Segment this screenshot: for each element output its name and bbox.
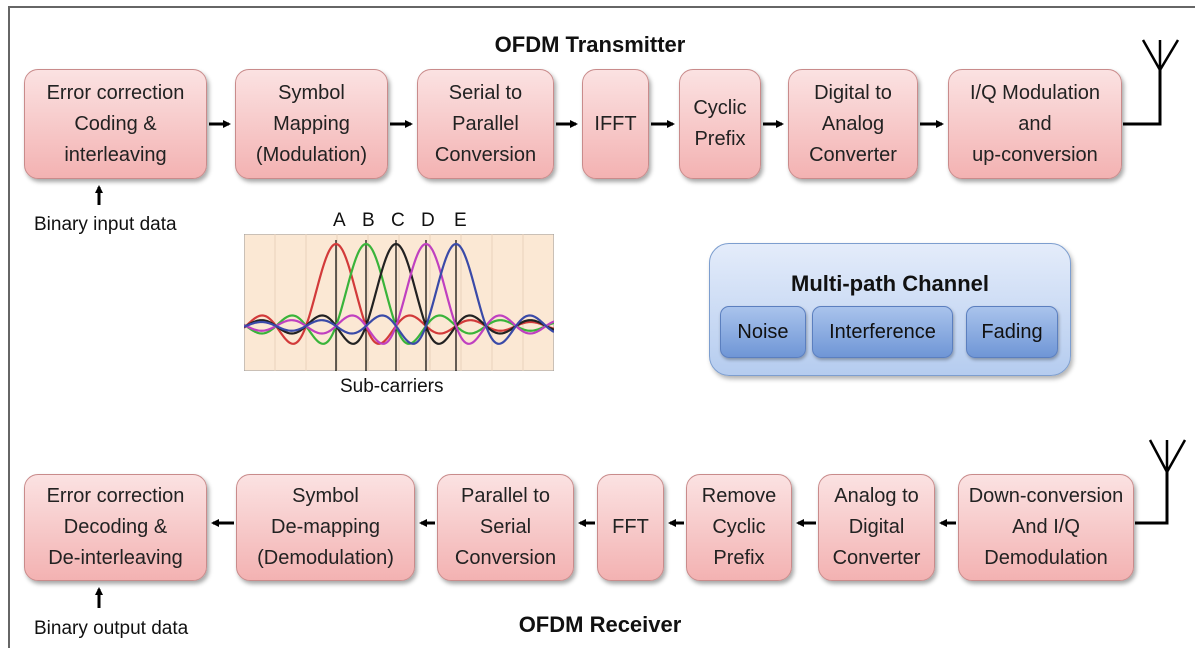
- subcarrier-letter-e: E: [454, 210, 467, 231]
- noise-box: Noise: [720, 306, 806, 358]
- tx-ifft-block: IFFT: [582, 69, 649, 179]
- transmitter-title: OFDM Transmitter: [494, 32, 686, 57]
- subcarrier-curve-e: [244, 242, 554, 345]
- subcarrier-plot: [244, 234, 554, 371]
- tx-symbol-mapping-block: Symbol Mapping (Modulation): [235, 69, 388, 179]
- subcarrier-curve-d: [244, 242, 554, 345]
- receiver-title: OFDM Receiver: [518, 612, 682, 637]
- tx-dac-block: Digital to Analog Converter: [788, 69, 918, 179]
- subcarrier-letter-d: D: [421, 210, 435, 231]
- rx-remove-cyclic-prefix-block: Remove Cyclic Prefix: [686, 474, 792, 581]
- subcarrier-letter-c: C: [391, 210, 405, 231]
- interference-box: Interference: [812, 306, 953, 358]
- multipath-channel-box: Multi-path Channel Noise Interference Fa…: [709, 243, 1071, 376]
- rx-fft-block: FFT: [597, 474, 664, 581]
- fading-box: Fading: [966, 306, 1058, 358]
- rx-parallel-to-serial-block: Parallel to Serial Conversion: [437, 474, 574, 581]
- subcarrier-curve-b: [244, 242, 554, 345]
- rx-antenna-feed: [1135, 472, 1169, 525]
- diagram-frame: [8, 6, 1195, 648]
- rx-symbol-demapping-block: Symbol De-mapping (Demodulation): [236, 474, 415, 581]
- rx-adc-block: Analog to Digital Converter: [818, 474, 935, 581]
- subcarriers-label: Sub-carriers: [340, 376, 444, 397]
- rx-antenna-icon: [1148, 439, 1187, 475]
- binary-output-label: Binary output data: [34, 618, 189, 639]
- tx-serial-to-parallel-block: Serial to Parallel Conversion: [417, 69, 554, 179]
- tx-error-correction-block: Error correction Coding & interleaving: [24, 69, 207, 179]
- binary-input-label: Binary input data: [34, 214, 177, 235]
- subcarrier-curve-c: [244, 242, 554, 345]
- rx-error-correction-block: Error correction Decoding & De-interleav…: [24, 474, 207, 581]
- subcarrier-letter-a: A: [333, 210, 346, 231]
- tx-iq-modulation-block: I/Q Modulation and up-conversion: [948, 69, 1122, 179]
- subcarrier-curve-a: [244, 242, 554, 345]
- tx-cyclic-prefix-block: Cyclic Prefix: [679, 69, 761, 179]
- channel-title: Multi-path Channel: [791, 271, 989, 296]
- tx-antenna-icon: [1141, 39, 1180, 73]
- rx-down-conversion-block: Down-conversion And I/Q Demodulation: [958, 474, 1134, 581]
- tx-antenna-feed: [1123, 68, 1162, 126]
- subcarrier-letter-b: B: [362, 210, 375, 231]
